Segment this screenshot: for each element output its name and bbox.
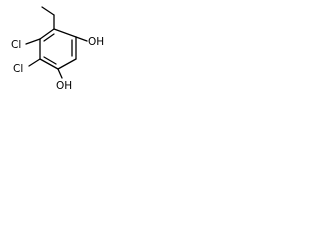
bond-to-cl-top <box>25 38 41 45</box>
bond-to-oh-bottom <box>57 68 63 79</box>
ring-bond-c6-c1 <box>39 28 55 40</box>
chlorine-label-top: Cl <box>11 39 21 51</box>
bond-to-cl-bottom <box>28 58 41 67</box>
hydroxyl-label-right: OH <box>88 36 104 48</box>
ring-bond-c1-c2 <box>53 28 77 38</box>
ring-bond-c3-c4 <box>57 58 77 70</box>
ring-double-bond-c4-c5 <box>43 56 57 65</box>
ethyl-bond-ch3 <box>41 6 55 16</box>
chemical-structure-diagram: Cl Cl OH OH <box>11 6 104 92</box>
hydroxyl-label-bottom: OH <box>56 80 72 92</box>
chemical-structure-canvas: Cl Cl OH OH <box>0 0 108 95</box>
ring-bond-c4-c5 <box>39 58 59 70</box>
bond-to-oh-right <box>75 36 88 42</box>
chlorine-label-bottom: Cl <box>13 63 23 75</box>
ring-double-bond-c1-c6 <box>43 33 55 42</box>
